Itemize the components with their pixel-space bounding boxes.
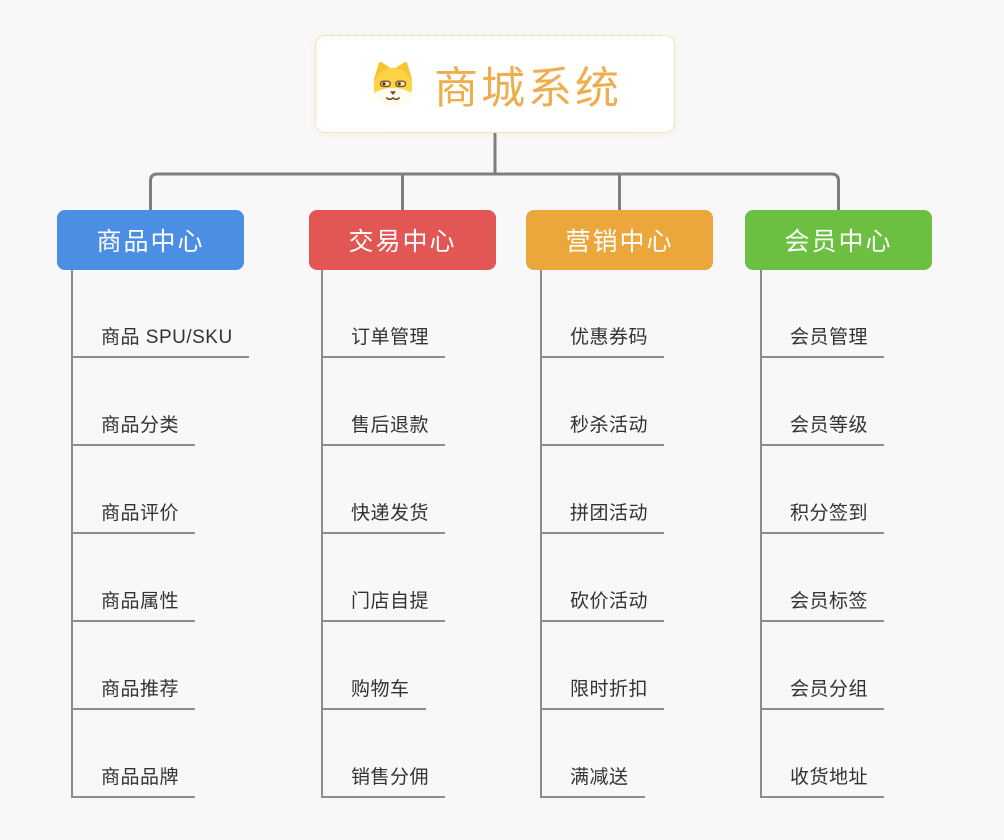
- branch-items-product-center: 商品 SPU/SKU 商品分类 商品评价 商品属性 商品推荐 商品品牌: [71, 270, 249, 798]
- tree-connectors: [149, 132, 840, 211]
- node-item[interactable]: 门店自提: [323, 534, 446, 622]
- root-title: 商城系统: [434, 64, 622, 113]
- node-item[interactable]: 商品分类: [73, 358, 196, 446]
- node-item[interactable]: 满减送: [542, 710, 645, 798]
- root-node[interactable]: 商城系统: [315, 35, 675, 133]
- node-item[interactable]: 砍价活动: [542, 534, 665, 622]
- branch-items-member-center: 会员管理 会员等级 积分签到 会员标签 会员分组 收货地址: [760, 270, 885, 798]
- node-item[interactable]: 会员标签: [762, 534, 885, 622]
- node-item[interactable]: 会员分组: [762, 622, 885, 710]
- node-item[interactable]: 优惠券码: [542, 270, 665, 358]
- node-item[interactable]: 秒杀活动: [542, 358, 665, 446]
- node-item[interactable]: 商品 SPU/SKU: [73, 270, 249, 358]
- branch-box-trade-center[interactable]: 交易中心: [309, 210, 496, 270]
- branch-items-trade-center: 订单管理 售后退款 快递发货 门店自提 购物车 销售分佣: [321, 270, 446, 798]
- node-item[interactable]: 售后退款: [323, 358, 446, 446]
- node-item[interactable]: 订单管理: [323, 270, 446, 358]
- branch-items-marketing-center: 优惠券码 秒杀活动 拼团活动 砍价活动 限时折扣 满减送: [540, 270, 665, 798]
- node-item[interactable]: 销售分佣: [323, 710, 446, 798]
- node-item[interactable]: 会员等级: [762, 358, 885, 446]
- node-item[interactable]: 快递发货: [323, 446, 446, 534]
- node-item[interactable]: 商品品牌: [73, 710, 196, 798]
- shiba-dog-icon: [368, 61, 418, 107]
- branch-box-product-center[interactable]: 商品中心: [57, 210, 244, 270]
- node-item[interactable]: 商品属性: [73, 534, 196, 622]
- node-item[interactable]: 限时折扣: [542, 622, 665, 710]
- branch-box-member-center[interactable]: 会员中心: [745, 210, 932, 270]
- node-item[interactable]: 拼团活动: [542, 446, 665, 534]
- branch-box-marketing-center[interactable]: 营销中心: [526, 210, 713, 270]
- node-item[interactable]: 积分签到: [762, 446, 885, 534]
- node-item[interactable]: 会员管理: [762, 270, 885, 358]
- node-item[interactable]: 商品推荐: [73, 622, 196, 710]
- node-item[interactable]: 收货地址: [762, 710, 885, 798]
- node-item[interactable]: 购物车: [323, 622, 426, 710]
- node-item[interactable]: 商品评价: [73, 446, 196, 534]
